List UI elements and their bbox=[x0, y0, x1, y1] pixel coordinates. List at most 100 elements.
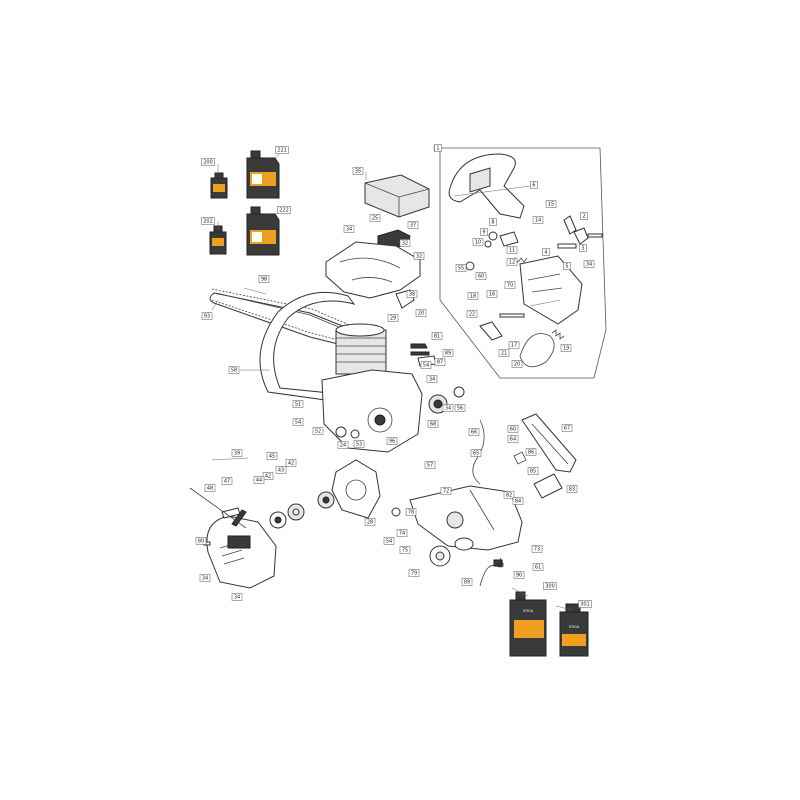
part-label-box bbox=[563, 262, 571, 270]
part-label-9: 9 bbox=[480, 228, 488, 236]
part-label-box bbox=[442, 404, 454, 412]
lever-6 bbox=[563, 215, 577, 235]
fuel-line-64 bbox=[472, 419, 485, 485]
part-label-222: 222 bbox=[277, 206, 291, 214]
part-label-58: 58 bbox=[228, 366, 240, 374]
part-label-text: 57 bbox=[427, 462, 433, 468]
part-label-text: 15 bbox=[548, 201, 554, 207]
part-label-box bbox=[201, 312, 213, 320]
part-label-text: 32 bbox=[402, 240, 408, 246]
part-label-text: 32 bbox=[416, 253, 422, 259]
fan-housing-28 bbox=[331, 459, 381, 519]
part-label-text: 4 bbox=[544, 249, 547, 255]
part-label-text: 56 bbox=[457, 405, 463, 411]
fuel-tank-73 bbox=[409, 485, 523, 551]
part-label-text: 53 bbox=[356, 441, 362, 447]
part-label-4: 4 bbox=[542, 248, 550, 256]
part-label-text: 37 bbox=[410, 222, 416, 228]
oil-bottle-200 bbox=[210, 172, 228, 199]
part-label-box bbox=[578, 600, 592, 608]
part-label-text: 65 bbox=[473, 450, 479, 456]
part-label-box bbox=[511, 360, 523, 368]
part-label-box bbox=[507, 425, 519, 433]
part-label-text: 70 bbox=[507, 282, 513, 288]
part-label-78: 78 bbox=[405, 508, 417, 516]
part-label-box bbox=[204, 484, 216, 492]
part-label-text: 29 bbox=[390, 315, 396, 321]
part-label-box bbox=[312, 427, 324, 435]
part-label-text: 2 bbox=[582, 213, 585, 219]
part-label-55: 55 bbox=[455, 264, 467, 272]
part-label-box bbox=[383, 537, 395, 545]
part-label-68: 68 bbox=[427, 420, 439, 428]
part-label-box bbox=[512, 497, 524, 505]
part-label-box bbox=[579, 244, 587, 252]
part-label-box bbox=[434, 144, 442, 152]
part-label-text: 58 bbox=[231, 367, 237, 373]
part-label-box bbox=[440, 487, 452, 495]
part-label-74: 74 bbox=[396, 529, 408, 537]
part-label-box bbox=[231, 449, 243, 457]
filter-75 bbox=[454, 537, 474, 551]
part-label-box bbox=[277, 206, 291, 214]
part-label-89: 89 bbox=[442, 349, 454, 357]
part-label-box bbox=[503, 491, 515, 499]
part-label-text: 68 bbox=[430, 421, 436, 427]
part-label-box bbox=[353, 440, 365, 448]
part-label-text: 79 bbox=[411, 570, 417, 576]
part-label-box bbox=[407, 221, 419, 229]
part-label-54: 54 bbox=[383, 537, 395, 545]
part-label-text: 301 bbox=[580, 601, 590, 607]
part-label-text: 51 bbox=[295, 401, 301, 407]
part-label-box bbox=[343, 225, 355, 233]
part-label-box bbox=[467, 292, 479, 300]
part-label-53: 53 bbox=[353, 440, 365, 448]
lever-3 bbox=[573, 227, 589, 245]
screw-10 bbox=[484, 240, 492, 248]
grommet-78 bbox=[391, 507, 401, 517]
part-label-2: 2 bbox=[580, 212, 588, 220]
part-label-box bbox=[201, 217, 215, 225]
part-label-box bbox=[364, 518, 376, 526]
part-label-text: 38 bbox=[409, 291, 415, 297]
part-label-73: 73 bbox=[531, 545, 543, 553]
svg-text:STIGA: STIGA bbox=[569, 625, 580, 629]
starter-cover-39 bbox=[206, 515, 277, 589]
part-label-text: 80 bbox=[198, 538, 204, 544]
part-label-box bbox=[424, 461, 436, 469]
part-label-28: 28 bbox=[364, 518, 376, 526]
part-label-19: 19 bbox=[560, 344, 572, 352]
part-label-51: 51 bbox=[292, 400, 304, 408]
part-label-43: 43 bbox=[275, 466, 287, 474]
part-label-text: 34 bbox=[445, 405, 451, 411]
lever-86 bbox=[513, 451, 527, 465]
part-label-box bbox=[292, 418, 304, 426]
part-label-box bbox=[369, 214, 381, 222]
part-label-box bbox=[560, 344, 572, 352]
part-label-text: 1 bbox=[436, 145, 439, 151]
part-label-14: 14 bbox=[532, 216, 544, 224]
part-label-79: 79 bbox=[408, 569, 420, 577]
part-label-12: 12 bbox=[506, 258, 518, 266]
part-label-37: 37 bbox=[407, 221, 419, 229]
part-label-box bbox=[427, 420, 439, 428]
spark-plug-81 bbox=[410, 343, 430, 356]
part-label-box bbox=[461, 578, 473, 586]
part-label-box bbox=[470, 449, 482, 457]
part-label-text: 89 bbox=[445, 350, 451, 356]
part-label-box bbox=[561, 424, 573, 432]
part-label-box bbox=[396, 529, 408, 537]
part-label-text: 22 bbox=[469, 311, 475, 317]
part-label-text: 34 bbox=[346, 226, 352, 232]
part-label-box bbox=[542, 248, 550, 256]
part-label-text: 25 bbox=[372, 215, 378, 221]
top-cover-35 bbox=[364, 174, 430, 218]
part-label-81: 81 bbox=[431, 332, 443, 340]
part-label-60: 60 bbox=[507, 425, 519, 433]
oil-bottle-202 bbox=[209, 225, 227, 255]
part-label-90: 90 bbox=[513, 571, 525, 579]
handle-grip-67 bbox=[521, 413, 577, 473]
part-label-54: 54 bbox=[292, 418, 304, 426]
part-label-text: 42 bbox=[265, 473, 271, 479]
part-label-85: 85 bbox=[527, 467, 539, 475]
